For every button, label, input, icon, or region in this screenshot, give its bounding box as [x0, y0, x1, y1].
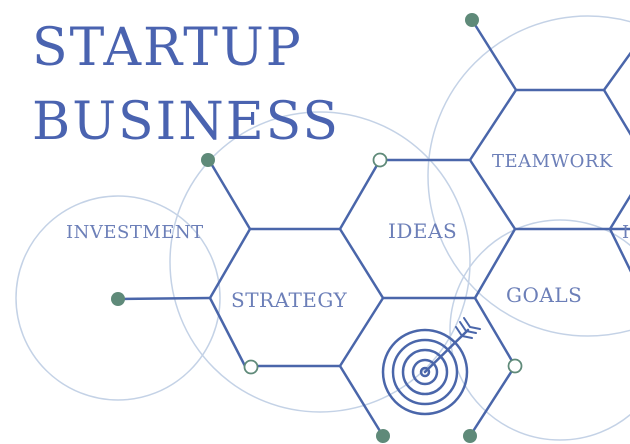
hexagon-goals-right	[608, 227, 630, 273]
node-rings	[243, 152, 523, 375]
hexagon-edge-partial	[608, 193, 630, 231]
hexagon-strategy	[207, 158, 385, 368]
circle-teamwork	[427, 15, 630, 337]
label-partial: I	[622, 222, 630, 243]
circle-strategy	[169, 111, 471, 413]
background-circles	[15, 15, 630, 441]
node-dot-bottom-center	[376, 429, 390, 443]
node-ring-strategy	[243, 359, 259, 375]
node-dot-bottom-right	[463, 429, 477, 443]
hexagon-ideas	[338, 158, 517, 300]
title-line-1: STARTUP	[32, 18, 303, 78]
title-line-2: BUSINESS	[32, 92, 340, 152]
target-with-arrow-icon	[381, 317, 481, 416]
hexagon-teamwork-top	[468, 51, 630, 162]
label-goals: GOALS	[506, 283, 582, 307]
hexagon-teamwork-right	[602, 88, 630, 136]
node-dot-top	[465, 13, 479, 27]
connector-left	[116, 296, 212, 301]
connector-bottom-center	[338, 364, 385, 438]
node-dots	[111, 13, 479, 443]
circle-goals	[449, 219, 630, 441]
label-strategy: STRATEGY	[231, 288, 348, 312]
node-dot-upper-left	[201, 153, 215, 167]
label-investment: INVESTMENT	[66, 222, 204, 243]
label-ideas: IDEAS	[388, 219, 457, 243]
label-teamwork: TEAMWORK	[492, 151, 613, 172]
node-ring-goals	[507, 358, 523, 374]
circle-investment	[15, 195, 221, 401]
node-dot-left	[111, 292, 125, 306]
connector-top	[470, 18, 518, 92]
node-ring-ideas	[372, 152, 388, 168]
